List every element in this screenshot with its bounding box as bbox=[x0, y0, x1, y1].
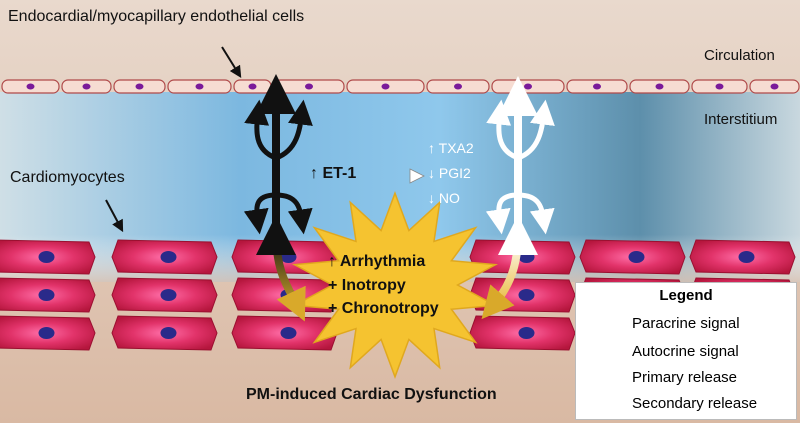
endothelial-nucleus bbox=[82, 83, 91, 90]
secondary-autocrine-lower-left bbox=[485, 192, 519, 235]
interstitium-label: Interstitium bbox=[704, 111, 778, 128]
increase-arrow: ↑ bbox=[310, 165, 318, 182]
arrhythmia-text: Arrhythmia bbox=[339, 253, 426, 270]
cardiomyocyte-nucleus bbox=[280, 327, 297, 339]
secondary-autocrine-right bbox=[516, 99, 555, 161]
cardiomyocyte-nucleus bbox=[160, 251, 177, 263]
et1-label: ↑ ET-1 bbox=[310, 165, 356, 183]
secondary-autocrine-left bbox=[486, 99, 520, 161]
cardiomyocyte-nucleus bbox=[280, 251, 297, 263]
endothelial-label: Endocardial/myocapillary endothelial cel… bbox=[8, 8, 305, 25]
effect-burst bbox=[291, 191, 499, 379]
circulation-label: Circulation bbox=[704, 47, 775, 64]
endothelial-nucleus bbox=[770, 83, 779, 90]
endothelial-nucleus bbox=[381, 83, 390, 90]
secondary-release-arrows bbox=[481, 76, 555, 320]
increase-arrow: ↑ bbox=[328, 253, 336, 270]
endothelial-nucleus bbox=[454, 83, 462, 90]
legend-title: Legend bbox=[659, 287, 713, 304]
et1-text: ET-1 bbox=[322, 165, 357, 182]
chronotropy-label: + Chronotropy bbox=[328, 300, 439, 317]
primary-autocrine-lower-right bbox=[275, 192, 313, 235]
cardiomyocyte-nucleus bbox=[628, 251, 645, 263]
cardiomyocyte-nucleus bbox=[38, 251, 55, 263]
primary-release-arrows bbox=[243, 74, 313, 322]
endothelial-nucleus bbox=[655, 83, 664, 90]
endothelial-nucleus bbox=[715, 83, 724, 90]
legend-autocrine-label: Autocrine signal bbox=[632, 343, 739, 360]
legend-box: Legend Paracrine signal Autocrine signal… bbox=[575, 282, 797, 420]
endothelial-nucleus bbox=[135, 83, 144, 90]
cardiomyocyte-nucleus bbox=[738, 251, 755, 263]
cardiomyocyte-nucleus bbox=[160, 289, 177, 301]
txa2-label: ↑ TXA2 bbox=[428, 140, 474, 156]
endothelial-nucleus bbox=[305, 83, 313, 90]
endothelial-nucleus bbox=[195, 83, 204, 90]
secondary-autocrine-lower-right bbox=[517, 192, 555, 235]
no-label: ↓ NO bbox=[428, 190, 460, 206]
legend-secondary-label: Secondary release bbox=[632, 395, 758, 412]
primary-autocrine-right bbox=[274, 99, 313, 161]
endothelial-nucleus bbox=[524, 83, 532, 90]
endothelial-nucleus bbox=[26, 83, 35, 90]
endothelial-layer bbox=[1, 79, 800, 94]
endothelial-nucleus bbox=[248, 83, 257, 90]
pgi2-label: ↓ PGI2 bbox=[428, 165, 471, 181]
primary-autocrine-left bbox=[244, 99, 278, 161]
cardiomyocyte-nucleus bbox=[38, 289, 55, 301]
inotropy-label: + Inotropy bbox=[328, 277, 406, 294]
cardiomyocyte-nucleus bbox=[518, 289, 535, 301]
legend-primary-label: Primary release bbox=[632, 369, 738, 386]
cardiomyocyte-nucleus bbox=[518, 327, 535, 339]
endothelial-nucleus bbox=[593, 83, 601, 90]
endothelial-pointer-arrow bbox=[221, 46, 242, 79]
legend-paracrine-label: Paracrine signal bbox=[632, 315, 740, 332]
cardiomyocyte-pointer-arrow bbox=[105, 199, 124, 233]
arrhythmia-label: ↑ Arrhythmia bbox=[328, 253, 425, 271]
primary-autocrine-lower-left bbox=[243, 192, 277, 235]
cardiomyocyte-nucleus bbox=[38, 327, 55, 339]
footer-title: PM-induced Cardiac Dysfunction bbox=[246, 386, 497, 403]
cardiomyocyte-nucleus bbox=[160, 327, 177, 339]
cardiomyocytes-label: Cardiomyocytes bbox=[10, 169, 125, 186]
